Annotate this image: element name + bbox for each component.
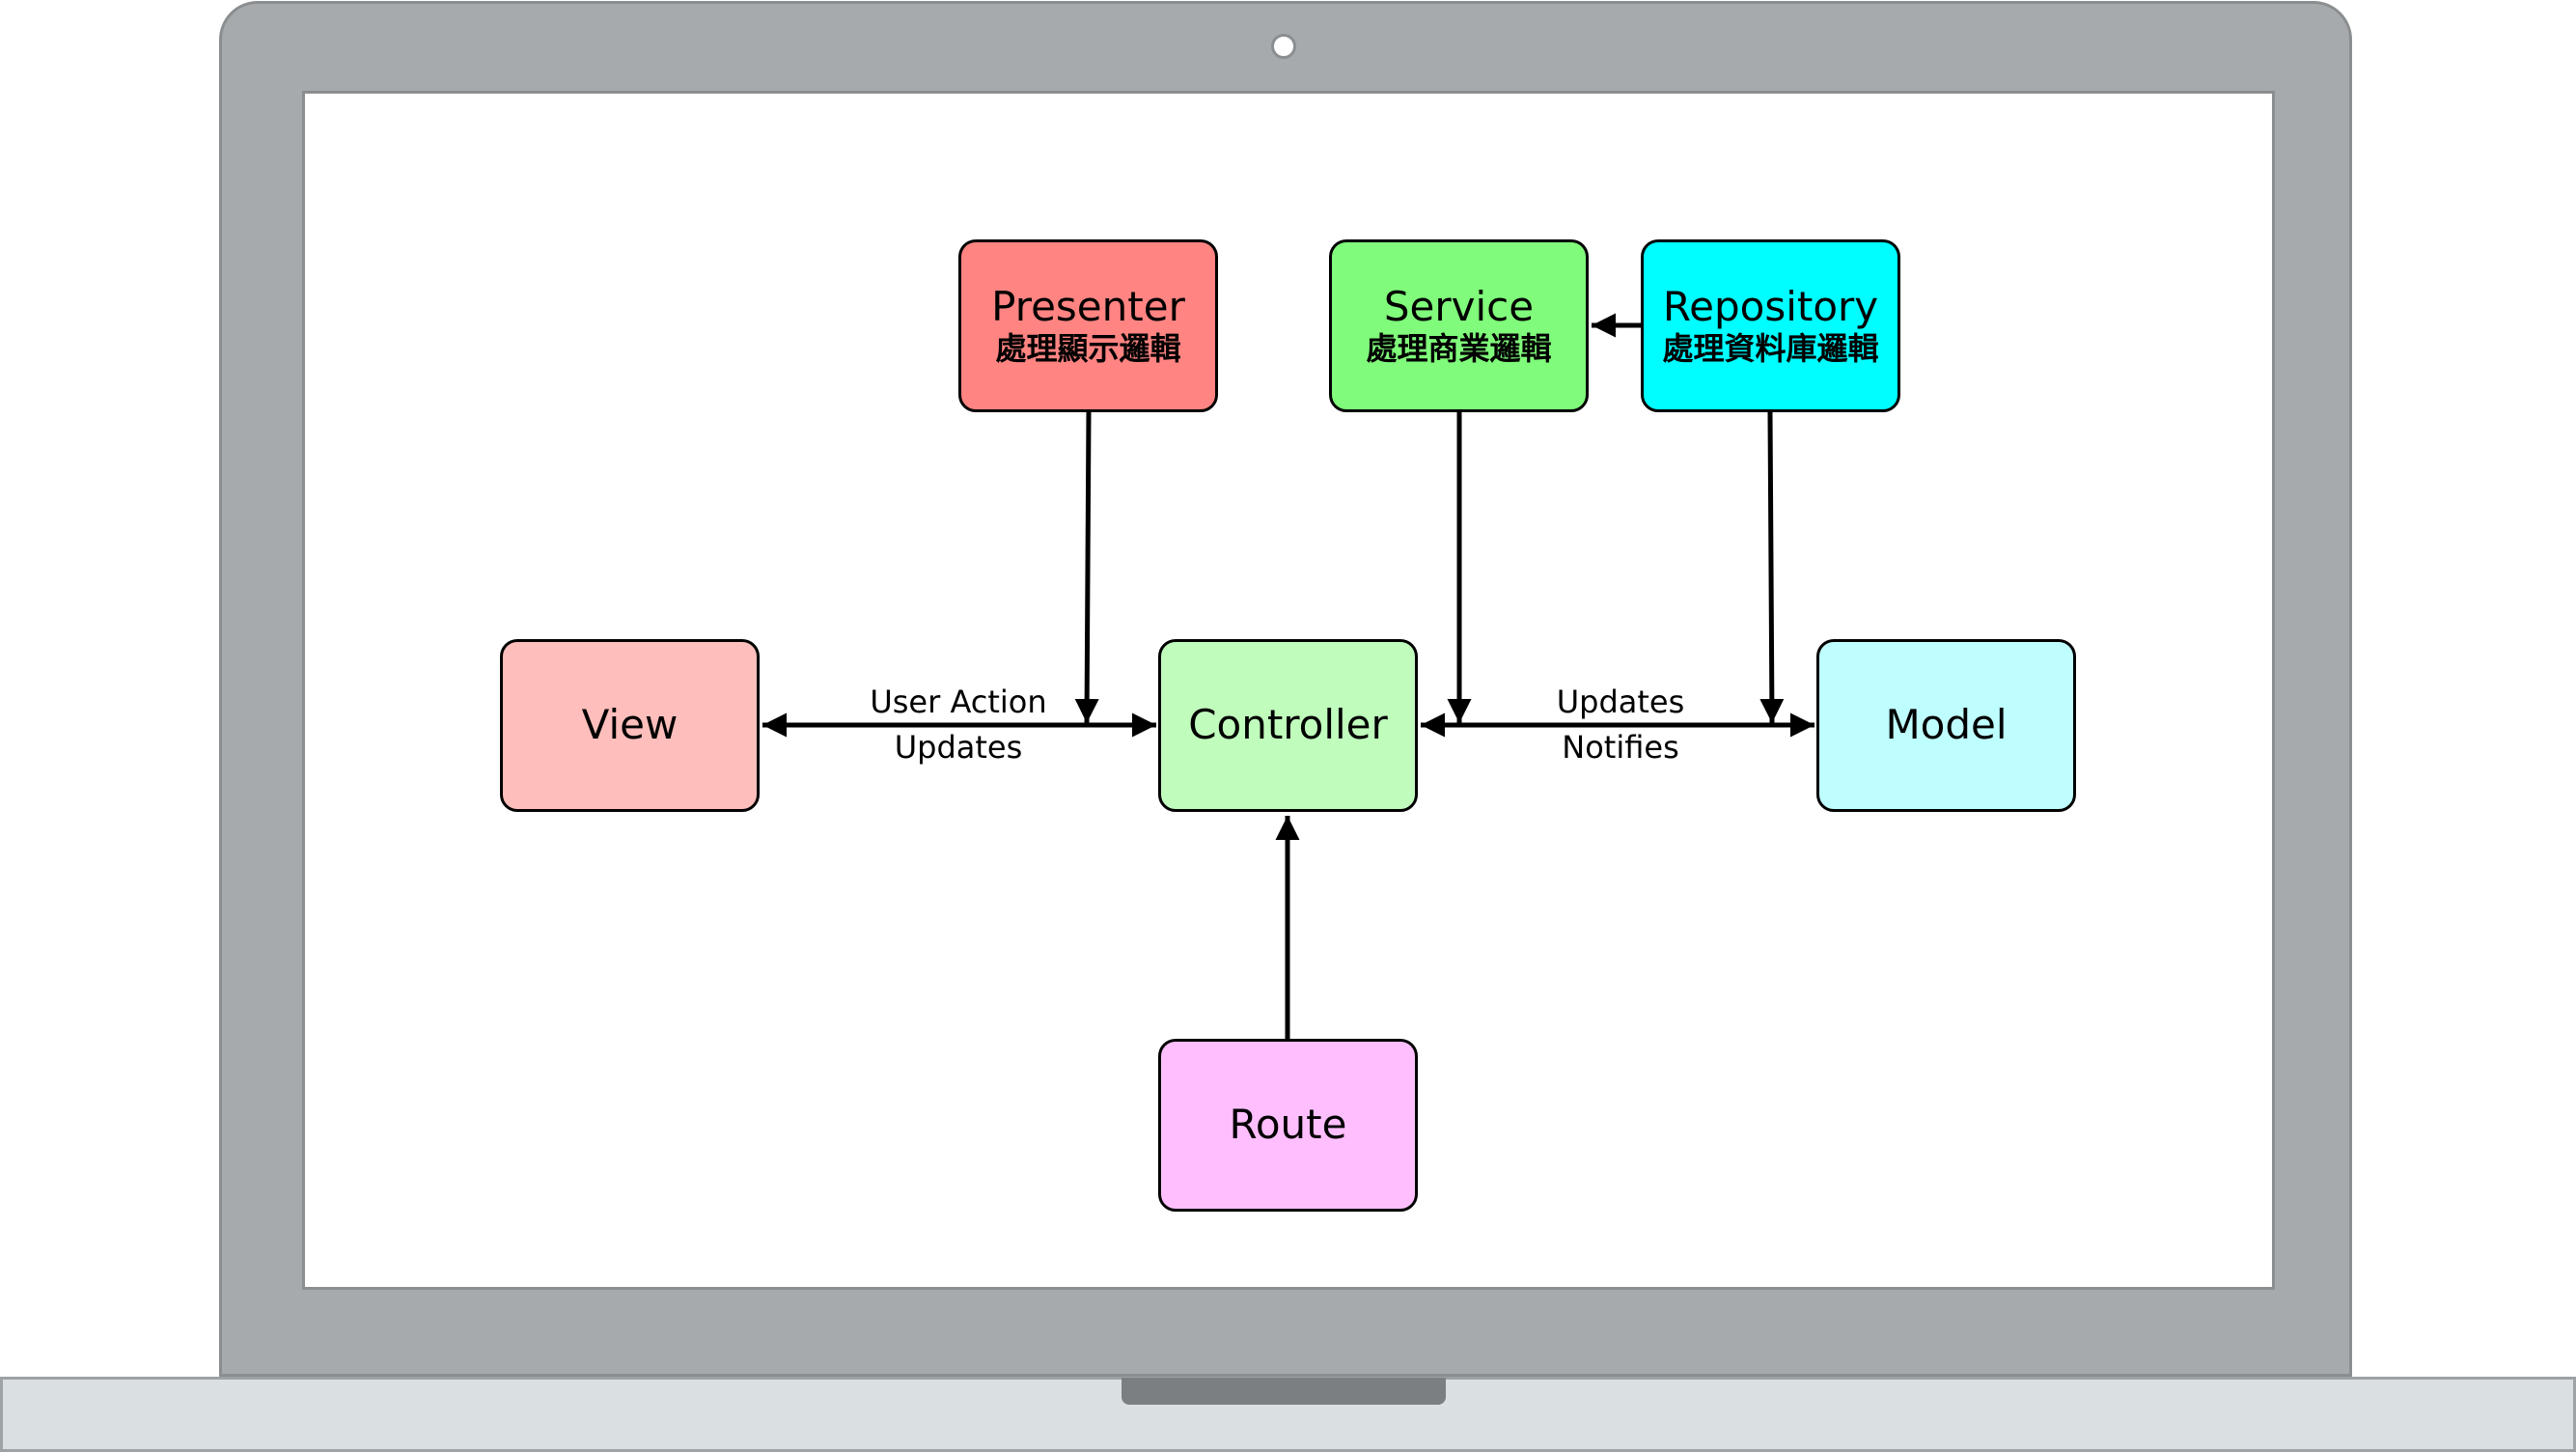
route-title: Route	[1229, 1101, 1347, 1149]
service-subtitle: 處理商業邏輯	[1366, 330, 1552, 368]
view-controller-top-label: User Action	[870, 684, 1047, 720]
route-box: Route	[1158, 1039, 1418, 1212]
controller-model-top-label: Updates	[1556, 684, 1685, 720]
presenter-subtitle: 處理顯示邏輯	[995, 330, 1181, 368]
camera-icon	[1271, 34, 1296, 59]
view-box: View	[500, 639, 760, 812]
service-title: Service	[1383, 283, 1535, 331]
presenter-box: Presenter 處理顯示邏輯	[958, 239, 1218, 412]
controller-box: Controller	[1158, 639, 1418, 812]
controller-title: Controller	[1188, 701, 1388, 749]
view-title: View	[581, 701, 679, 749]
model-title: Model	[1885, 701, 2008, 749]
repository-box: Repository 處理資料庫邏輯	[1641, 239, 1900, 412]
service-box: Service 處理商業邏輯	[1329, 239, 1589, 412]
arrow-repository-down	[1759, 411, 1785, 724]
controller-model-bottom-label: Notifies	[1562, 729, 1679, 766]
model-box: Model	[1816, 639, 2076, 812]
arrow-presenter-down	[1074, 411, 1099, 724]
laptop-notch	[1122, 1378, 1446, 1405]
presenter-title: Presenter	[991, 283, 1185, 331]
repository-subtitle: 處理資料庫邏輯	[1662, 330, 1879, 368]
repository-title: Repository	[1662, 283, 1879, 331]
view-controller-bottom-label: Updates	[894, 729, 1023, 766]
